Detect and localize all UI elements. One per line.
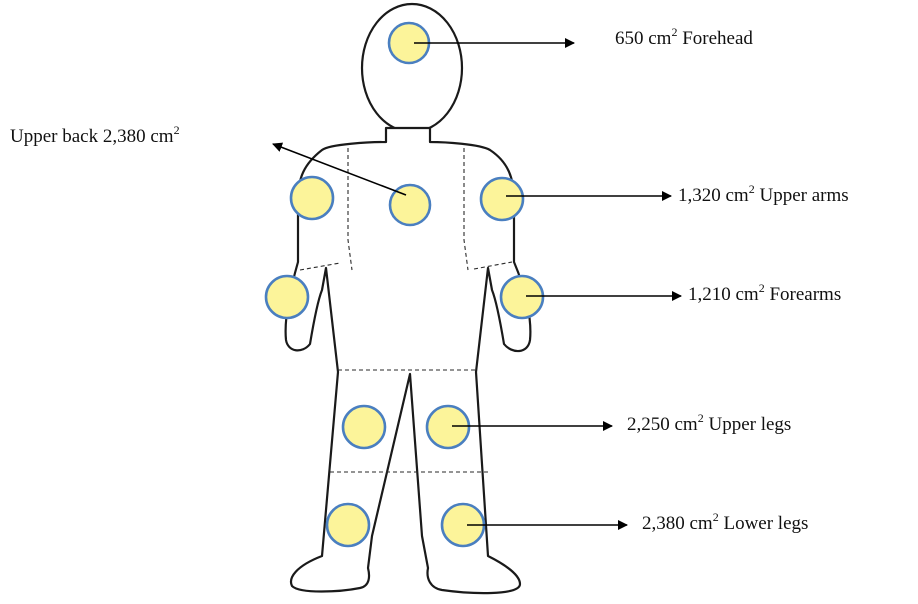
- label-forearms: 1,210 cm2 Forearms: [688, 285, 841, 304]
- label-upper-back-before: Upper back 2,380 cm: [10, 126, 174, 147]
- label-upper-arms-before: 1,320 cm: [678, 185, 749, 206]
- label-lower-legs-sup: 2: [713, 510, 719, 524]
- label-upper-arms: 1,320 cm2 Upper arms: [678, 186, 849, 205]
- site-forearm-right: [501, 276, 543, 318]
- label-forearms-before: 1,210 cm: [688, 284, 759, 305]
- site-upper-leg-left: [343, 406, 385, 448]
- label-upper-legs-before: 2,250 cm: [627, 414, 698, 435]
- label-upper-back: Upper back 2,380 cm2: [10, 127, 180, 146]
- label-forehead-sup: 2: [671, 25, 677, 39]
- label-upper-legs-after: Upper legs: [704, 414, 792, 435]
- label-forearms-sup: 2: [759, 281, 765, 295]
- label-lower-legs-after: Lower legs: [719, 513, 809, 534]
- label-upper-back-sup: 2: [174, 123, 180, 137]
- label-forehead-before: 650 cm: [615, 28, 671, 49]
- label-upper-legs: 2,250 cm2 Upper legs: [627, 415, 791, 434]
- label-upper-arms-after: Upper arms: [755, 185, 849, 206]
- site-lower-leg-left: [327, 504, 369, 546]
- site-upper-arm-left: [291, 177, 333, 219]
- label-forehead-after: Forehead: [677, 28, 752, 49]
- label-upper-legs-sup: 2: [698, 411, 704, 425]
- site-forearm-left: [266, 276, 308, 318]
- label-lower-legs-before: 2,380 cm: [642, 513, 713, 534]
- site-upper-arm-right: [481, 178, 523, 220]
- site-upper-leg-right: [427, 406, 469, 448]
- label-forehead: 650 cm2 Forehead: [615, 29, 753, 48]
- label-lower-legs: 2,380 cm2 Lower legs: [642, 514, 808, 533]
- label-upper-arms-sup: 2: [749, 182, 755, 196]
- label-forearms-after: Forearms: [765, 284, 842, 305]
